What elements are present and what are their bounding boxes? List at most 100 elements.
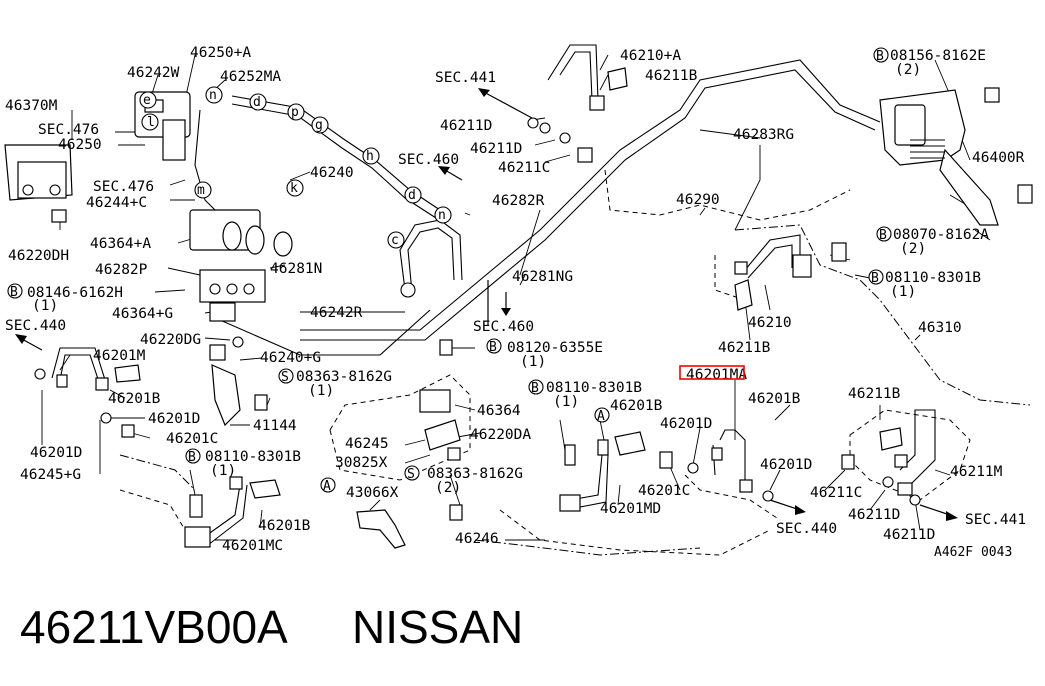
svg-text:p: p [291,105,299,120]
label-46250A: 46250+A [190,45,251,61]
svg-text:(1): (1) [520,354,546,370]
svg-text:(2): (2) [900,241,926,257]
label-46211C-1: 46211C [498,160,550,176]
label-46220DA: 46220DA [470,427,531,443]
svg-text:A: A [597,409,605,424]
label-46244C: 46244+C [86,195,147,211]
label-46201MA: 46201MA [686,367,747,383]
label-41144: 41144 [253,418,297,434]
label-46211C-2: 46211C [810,485,862,501]
part-shapes [4,67,1033,549]
label-sec460-a: SEC.460 [398,152,459,168]
pipes-and-leaders [15,44,1031,556]
label-46364G: 46364+G [112,306,173,322]
label-08070-8162A: 08070-8162A [893,227,989,243]
label-43066X: 43066X [346,485,399,501]
svg-text:g: g [315,118,323,133]
label-46290: 46290 [676,192,720,208]
label-08110-8301B-c: 08110-8301B [885,270,981,286]
label-46310: 46310 [918,320,962,336]
label-46364A: 46364+A [90,236,151,252]
label-46201D-2: 46201D [30,445,82,461]
label-46242W: 46242W [127,65,180,81]
label-46211B-2: 46211B [718,340,771,356]
label-46246: 46246 [455,531,499,547]
label-46242R: 46242R [310,305,363,321]
label-46201D-4: 46201D [760,457,812,473]
label-46400R: 46400R [972,150,1025,166]
svg-text:n: n [438,208,446,223]
label-46282P: 46282P [95,262,148,278]
svg-text:(2): (2) [435,480,461,496]
label-sec440-a: SEC.440 [5,318,66,334]
label-46201MD: 46201MD [600,501,661,517]
svg-text:(1): (1) [210,463,236,479]
label-46210A: 46210+A [620,48,681,64]
svg-text:(1): (1) [553,394,579,410]
label-46245G: 46245+G [20,467,81,483]
label-46201MC: 46201MC [222,538,283,554]
svg-text:c: c [391,233,399,248]
label-46250: 46250 [58,137,102,153]
svg-text:A: A [323,479,331,494]
svg-text:S: S [407,467,415,482]
svg-text:k: k [290,181,298,196]
label-08156-8162E: 08156-8162E [890,48,986,64]
label-sec440-b: SEC.440 [776,521,837,537]
label-46201M: 46201M [93,348,146,364]
svg-text:B: B [489,340,497,355]
svg-text:(1): (1) [308,383,334,399]
label-46201D-1: 46201D [148,411,200,427]
svg-text:(1): (1) [32,298,58,314]
part-labels: 46250+A 46242W 46252MA 46370M SEC.476 46… [5,45,1026,560]
label-46281N: 46281N [270,261,322,277]
label-sec460-b: SEC.460 [473,319,534,335]
label-08120-6355E: 08120-6355E [507,340,603,356]
label-46211D-3: 46211D [848,507,900,523]
label-46283RG: 46283RG [733,127,794,143]
svg-text:(1): (1) [890,284,916,300]
svg-text:B: B [876,49,884,64]
label-46370M: 46370M [5,98,58,114]
svg-text:d: d [253,95,261,110]
svg-text:m: m [197,183,205,198]
label-46201B-3: 46201B [610,398,663,414]
label-08146-6162H: 08146-6162H [27,285,123,301]
label-46220DG: 46220DG [140,332,201,348]
label-46201B-1: 46201B [108,391,161,407]
label-08110-8301B-b: 08110-8301B [546,380,642,396]
svg-text:h: h [366,149,374,164]
label-46211B-1: 46211B [645,68,698,84]
label-46211D-2: 46211D [470,141,522,157]
svg-text:B: B [871,271,879,286]
label-46245: 46245 [345,436,389,452]
label-46201C-2: 46201C [638,483,690,499]
label-46201D-3: 46201D [660,416,712,432]
label-08363-8162G-b: 08363-8162G [427,466,523,482]
svg-text:(2): (2) [895,62,921,78]
label-08363-8162G-a: 08363-8162G [296,369,392,385]
label-46201B-2: 46201B [258,518,311,534]
svg-text:S: S [281,370,289,385]
label-46211B-3: 46211B [848,386,901,402]
svg-text:d: d [408,188,416,203]
circle-marks: B B B B B B B S S A A [7,47,892,494]
svg-text:B: B [879,228,887,243]
label-30825X: 30825X [335,455,388,471]
pipe-callouts: n d p g h d n m l k c e [139,86,452,249]
label-46211M: 46211M [950,464,1003,480]
svg-text:B: B [10,285,18,300]
label-sec476-b: SEC.476 [93,179,154,195]
label-sec476-a: SEC.476 [38,122,99,138]
label-46201C-1: 46201C [166,431,218,447]
label-46210: 46210 [748,315,792,331]
part-number: 46211VB00A [20,601,288,653]
label-46364: 46364 [477,403,521,419]
label-46201B-4: 46201B [748,391,801,407]
label-46282R: 46282R [492,193,545,209]
label-sec441-b: SEC.441 [965,512,1026,528]
highlight-box [679,365,745,380]
label-46281NG: 46281NG [512,269,573,285]
label-46211D-1: 46211D [440,118,492,134]
